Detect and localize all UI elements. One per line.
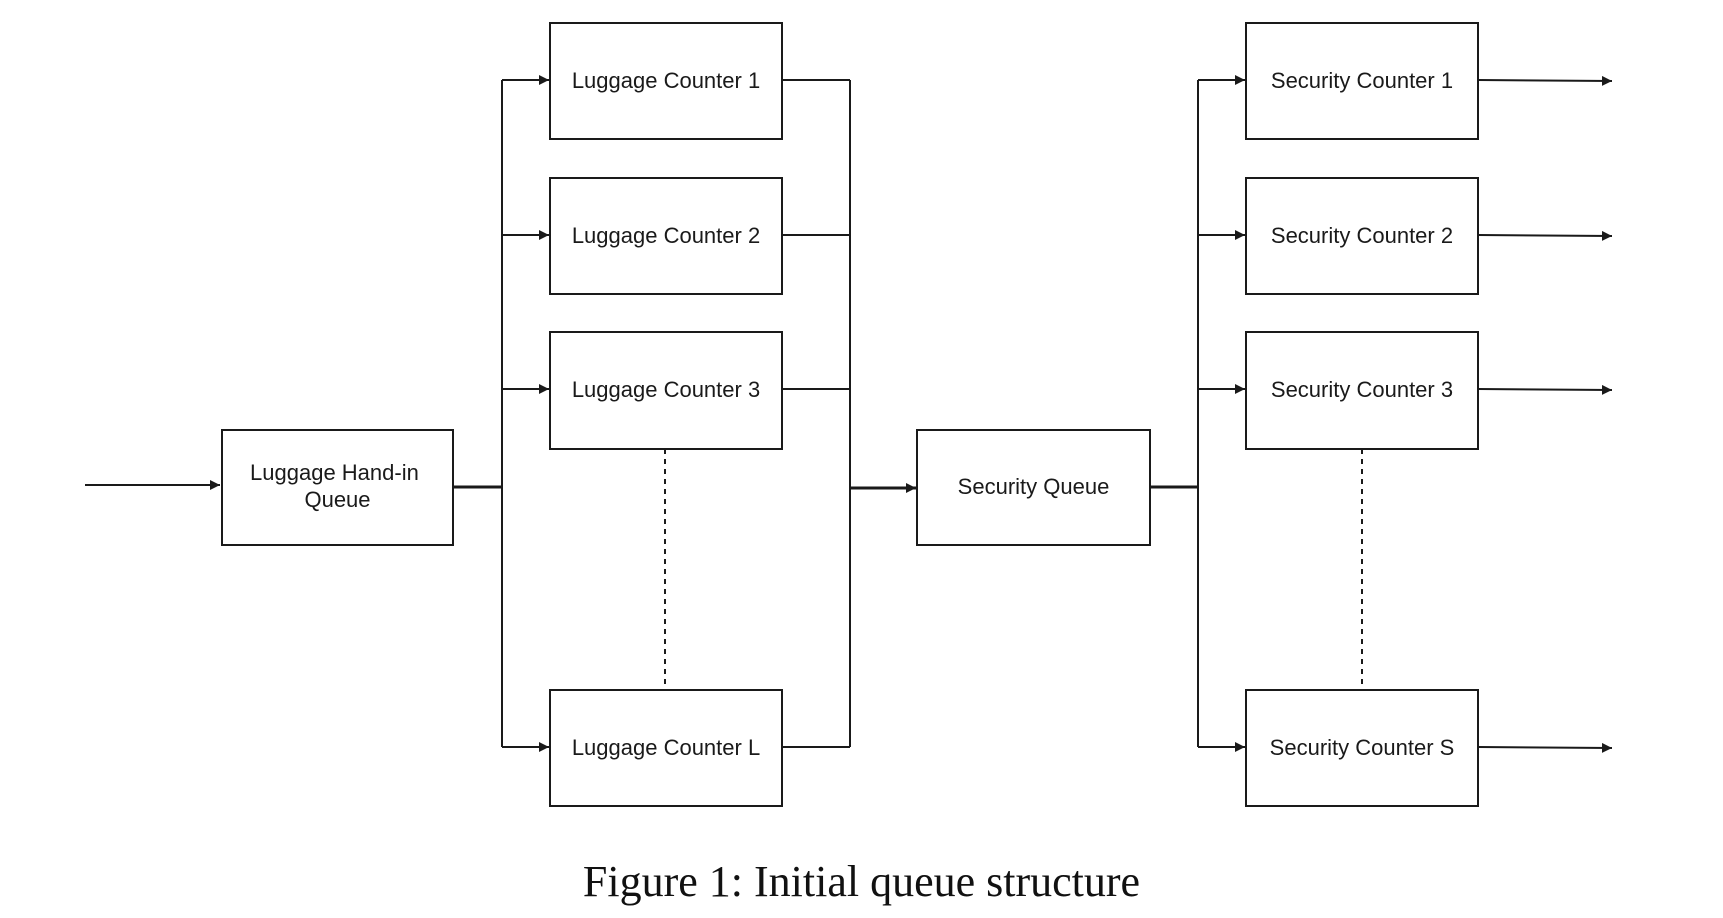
luggage-counter-3-label: Luggage Counter 3 <box>572 377 760 402</box>
security-counter-2-box <box>1245 177 1479 295</box>
luggage-counter-2-box <box>549 177 783 295</box>
security-counter-s-box <box>1245 689 1479 807</box>
security-counter-2-label: Security Counter 2 <box>1271 223 1453 248</box>
hand-in-queue-box <box>221 429 454 546</box>
exit-arrow-security-counter-1 <box>1477 75 1613 86</box>
luggage-counter-2-label: Luggage Counter 2 <box>572 223 760 248</box>
luggage-counter-1-label: Luggage Counter 1 <box>572 68 760 93</box>
figure-caption: Figure 1: Initial queue structure <box>582 857 1141 906</box>
security-queue-label: Security Queue <box>958 474 1110 499</box>
luggage-counter-l-label: Luggage Counter L <box>572 735 760 760</box>
luggage-counter-l-box <box>549 689 783 807</box>
security-counter-1-box <box>1245 22 1479 140</box>
security-counter-3-box <box>1245 331 1479 450</box>
security-queue-box <box>916 429 1151 546</box>
hand-in-queue-label: Luggage Hand-in Queue <box>250 460 425 512</box>
exit-arrow-security-counter-3 <box>1477 384 1613 395</box>
security-counter-3-label: Security Counter 3 <box>1271 377 1453 402</box>
security-counter-1-label: Security Counter 1 <box>1271 68 1453 93</box>
security-counter-s-label: Security Counter S <box>1270 735 1455 760</box>
exit-arrow-security-counter-2 <box>1477 230 1613 241</box>
luggage-counter-1-box <box>549 22 783 140</box>
luggage-counter-3-box <box>549 331 783 450</box>
exit-arrow-security-counter-s <box>1477 742 1613 753</box>
